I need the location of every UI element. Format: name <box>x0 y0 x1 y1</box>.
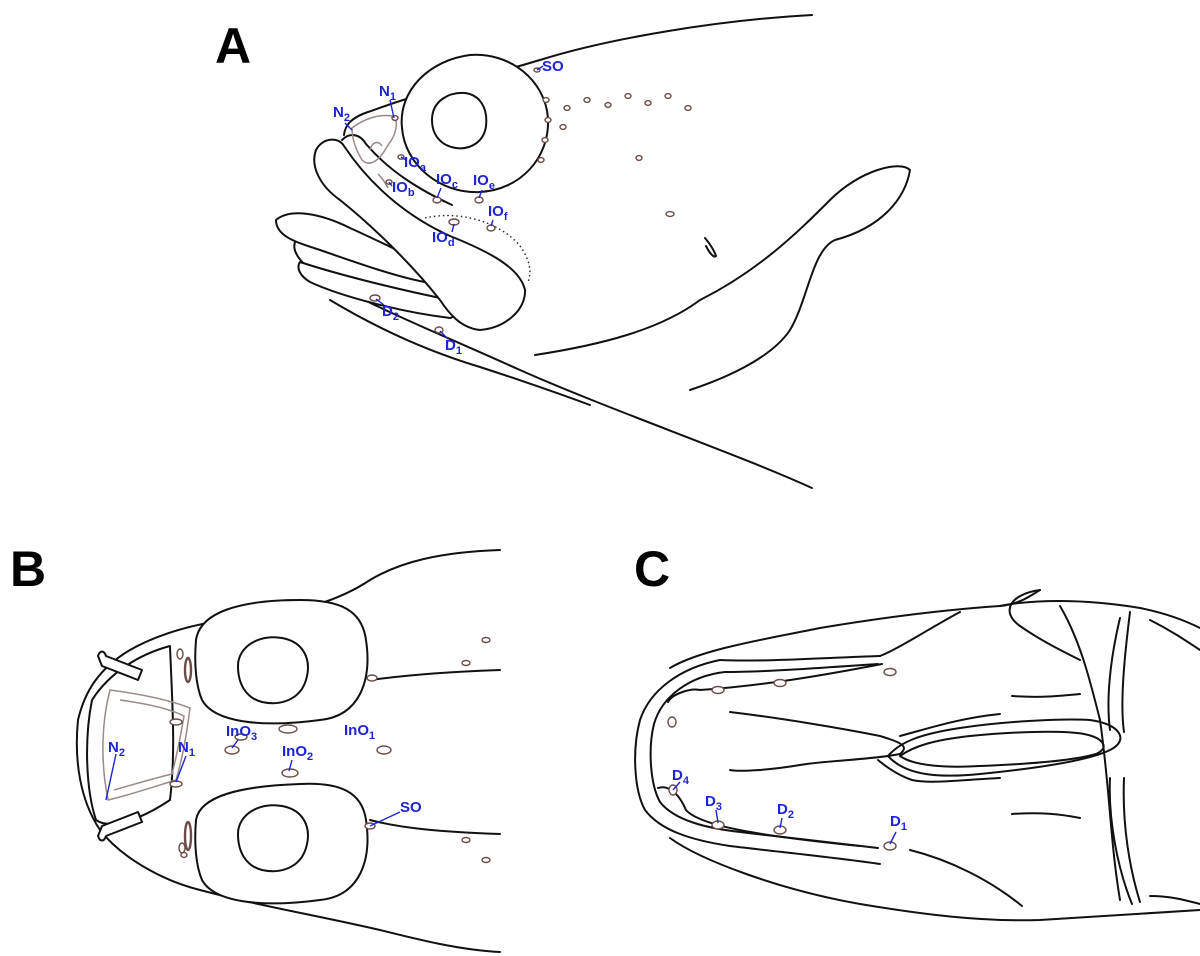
pore <box>584 98 590 103</box>
pore <box>625 94 631 99</box>
label-d1: D1 <box>445 337 462 357</box>
label-n2: N2 <box>333 104 350 124</box>
label-d3: D3 <box>705 793 722 813</box>
label-so: SO <box>400 799 422 816</box>
pore <box>665 94 671 99</box>
pore <box>666 212 674 217</box>
panel-a-letter: A <box>215 18 251 74</box>
label-so: SO <box>542 58 564 75</box>
label-n1: N1 <box>178 739 195 759</box>
label-ino2: InO2 <box>282 743 313 763</box>
pore <box>392 116 398 121</box>
pore <box>564 106 570 111</box>
head-lateral-outline <box>276 15 910 488</box>
pore-labels-ventral: D4 D3 D2 D1 <box>672 767 907 844</box>
head-ventral-outline <box>635 590 1200 920</box>
pore <box>636 156 642 161</box>
pore <box>605 103 611 108</box>
label-n2: N2 <box>108 739 125 759</box>
pore <box>538 158 544 163</box>
panel-a: A <box>215 15 910 488</box>
pore <box>645 101 651 106</box>
label-d2: D2 <box>777 801 794 821</box>
panel-b-letter: B <box>10 541 46 597</box>
panel-c: C <box>634 541 1200 920</box>
label-iof: IOf <box>488 203 508 223</box>
pore <box>542 138 548 143</box>
panel-c-letter: C <box>634 541 670 597</box>
pore <box>685 106 691 111</box>
pore <box>545 118 551 123</box>
pupil-upper <box>238 637 308 703</box>
eye-pupil <box>432 93 486 148</box>
label-d4: D4 <box>672 767 690 787</box>
pore <box>560 125 566 130</box>
pupil-lower <box>238 805 308 871</box>
panel-b: B <box>10 541 500 952</box>
label-ino1: InO1 <box>344 722 375 742</box>
label-n1: N1 <box>379 83 396 103</box>
label-d1: D1 <box>890 813 907 833</box>
pore <box>543 98 549 103</box>
